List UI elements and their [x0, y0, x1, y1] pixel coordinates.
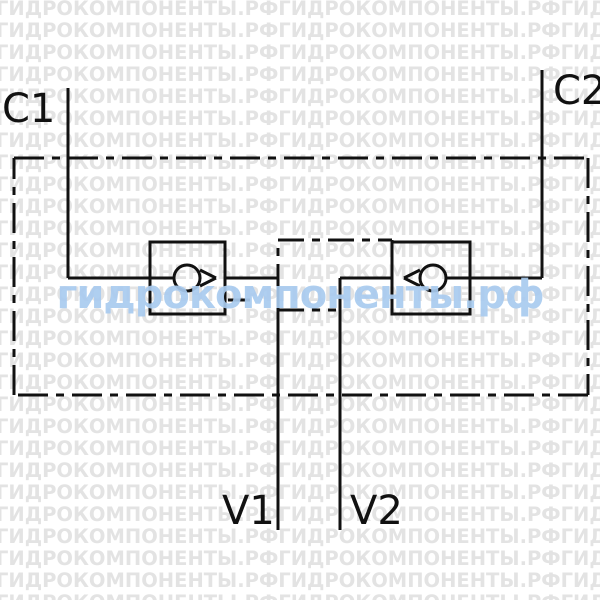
left-check-valve	[148, 240, 227, 316]
port-label-v2: V2	[350, 488, 403, 534]
pilot-line	[228, 238, 394, 390]
right-check-valve	[390, 240, 472, 316]
flow-path-v2	[338, 276, 392, 530]
check-valve-icon	[150, 263, 217, 293]
port-label-c1: C1	[2, 86, 55, 132]
valve-body-outline	[12, 156, 590, 397]
port-label-c2: C2	[553, 68, 600, 114]
flow-path-c1	[66, 88, 150, 280]
port-label-v1: V1	[222, 488, 275, 534]
check-valve-icon	[403, 263, 470, 293]
flow-path-v1	[225, 276, 280, 530]
flow-path-c2	[470, 70, 544, 280]
